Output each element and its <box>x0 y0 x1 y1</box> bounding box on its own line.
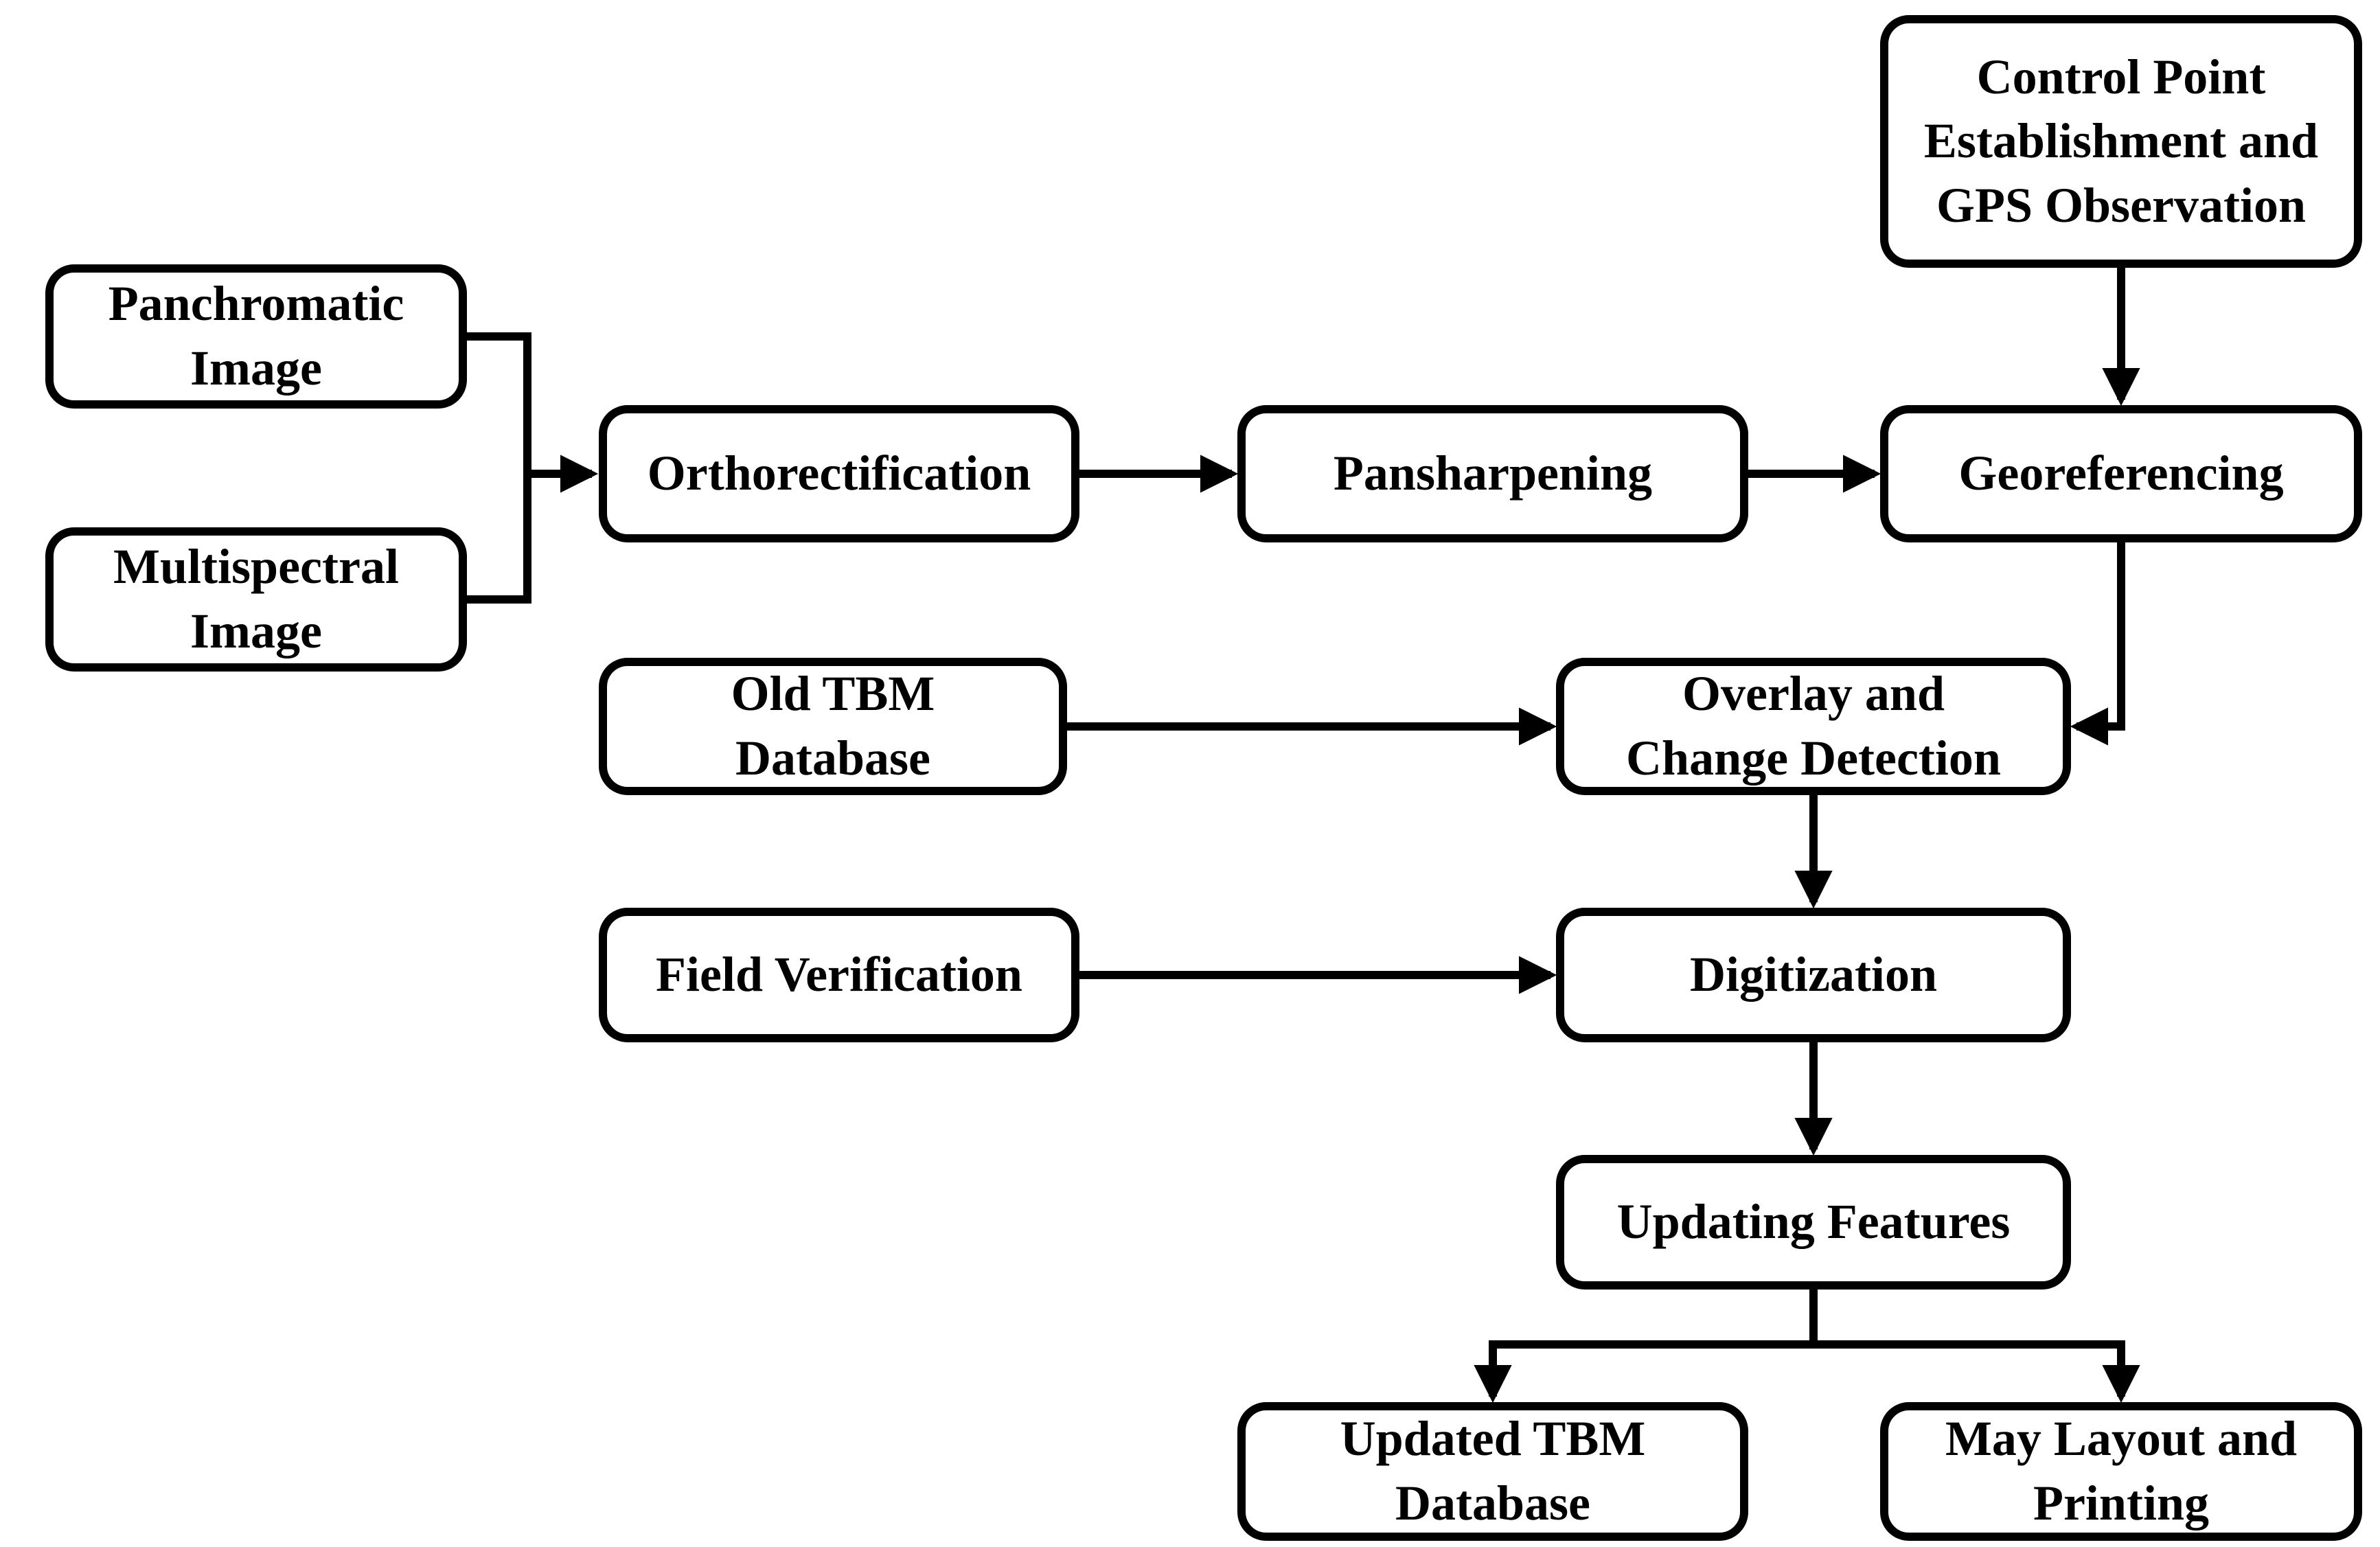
node-label: Updated TBM Database <box>1340 1411 1646 1531</box>
node-updated-tbm-database: Updated TBM Database <box>1237 1402 1748 1541</box>
node-label: Orthorectification <box>647 446 1031 501</box>
node-pansharpening: Pansharpening <box>1237 405 1748 542</box>
node-panchromatic-image: Panchromatic Image <box>45 264 467 409</box>
node-field-verification: Field Verification <box>599 908 1079 1042</box>
node-label: Multispectral Image <box>113 539 399 658</box>
edge-inputs-join <box>467 332 531 604</box>
node-georeferencing: Georeferencing <box>1880 405 2362 542</box>
edge-georeferencing-overlay-arrow <box>2070 542 2125 746</box>
node-multispectral-image: Multispectral Image <box>45 527 467 672</box>
node-label: Pansharpening <box>1333 446 1653 501</box>
node-control-point-establishment: Control Point Establishment and GPS Obse… <box>1880 15 2362 268</box>
node-old-tbm-database: Old TBM Database <box>599 658 1067 795</box>
node-label: Field Verification <box>656 947 1022 1002</box>
node-label: Control Point Establishment and GPS Obse… <box>1923 49 2319 233</box>
node-label: Old TBM Database <box>731 666 935 786</box>
node-digitization: Digitization <box>1556 908 2071 1042</box>
node-label: Georeferencing <box>1958 446 2284 501</box>
node-label: Digitization <box>1690 947 1937 1002</box>
node-updating-features: Updating Features <box>1556 1155 2071 1290</box>
node-overlay-change-detection: Overlay and Change Detection <box>1556 658 2071 795</box>
node-label: Updating Features <box>1616 1194 2011 1250</box>
node-may-layout-printing: May Layout and Printing <box>1880 1402 2362 1541</box>
node-label: May Layout and Printing <box>1945 1411 2298 1531</box>
node-orthorectification: Orthorectification <box>599 405 1079 542</box>
node-label: Panchromatic Image <box>108 276 404 396</box>
node-label: Overlay and Change Detection <box>1626 666 2001 786</box>
